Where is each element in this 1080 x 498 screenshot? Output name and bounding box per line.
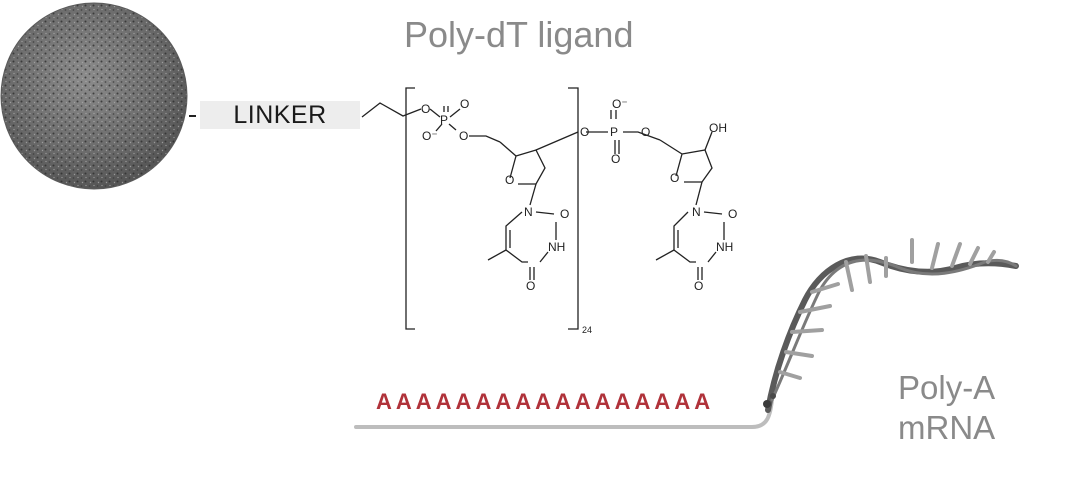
atom-o-5: O [611,152,620,166]
diagram-title: Poly-dT ligand [404,14,634,55]
atom-o-minus-2: O⁻ [612,97,628,111]
poly-dt-structure [361,87,725,330]
atom-o-3: O [459,129,468,143]
atom-p-2: P [610,125,618,139]
atom-nh-2: NH [716,240,733,254]
repeat-count: 24 [582,325,592,335]
atom-o-1: O [421,102,430,116]
magnetic-bead [0,2,188,190]
atom-p-1: P [440,113,448,127]
atom-o-6: O [641,125,650,139]
atom-o-10: O [694,279,703,293]
atom-n-1: N [524,205,533,219]
polya-sequence: AAAAAAAAAAAAAAAAA [376,389,715,414]
atom-o-8: O [526,279,535,293]
atom-nh-1: NH [548,240,565,254]
atom-o-9: O [728,207,737,221]
atom-o-2: O [460,97,469,111]
mrna-label: Poly-A mRNA [898,368,995,448]
linker-label: LINKER [200,101,360,129]
atom-o-4: O [580,125,589,139]
atom-o-ring-1: O [505,173,514,187]
mrna-helix [763,238,1019,413]
atom-labels: O P O O⁻ O O O P O⁻ O O OH O N O NH O N … [421,97,737,335]
atom-o-7: O [560,207,569,221]
atom-o-minus-1: O⁻ [422,129,438,143]
atom-o-ring-2: O [670,171,679,185]
atom-oh: OH [709,121,727,135]
mrna-label-line1: Poly-A [898,369,996,406]
atom-n-2: N [692,205,701,219]
mrna-label-line2: mRNA [898,409,996,446]
